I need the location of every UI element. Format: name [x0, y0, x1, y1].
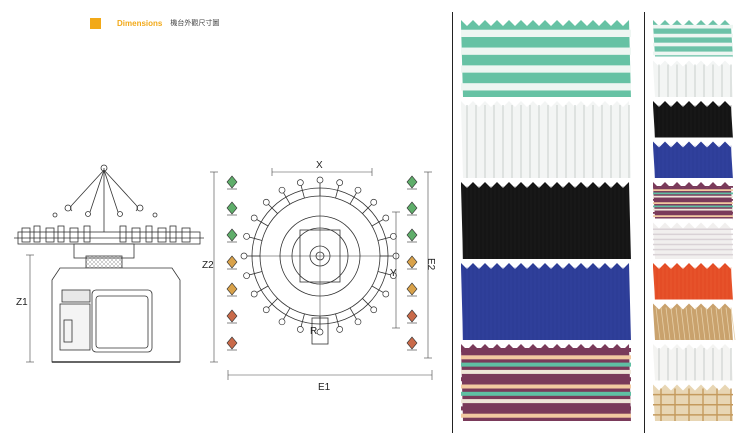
feeder-head	[316, 176, 324, 184]
label-e2: E2	[425, 258, 436, 271]
dimension-y	[392, 211, 400, 329]
fabric-swatch-white-weave	[653, 222, 733, 261]
feeder-head	[382, 214, 390, 222]
fabric-swatch-multi-stripe	[461, 344, 631, 423]
yarn-guide-icon	[406, 255, 418, 270]
yarn-guide-icon	[226, 255, 238, 270]
yarn-guide-icon	[406, 336, 418, 351]
fabric-swatch-green-stripe	[461, 20, 631, 99]
yarn-guide-icons	[226, 175, 418, 351]
section-subtitle: 機台外觀尺寸圖	[170, 19, 220, 27]
feeder-units	[21, 225, 191, 243]
label-e1: E1	[318, 382, 331, 393]
machine-top-view	[240, 176, 400, 345]
product-figure: Dimensions 機台外觀尺寸圖	[14, 12, 745, 433]
fabric-swatch-white-rib-2	[653, 344, 733, 383]
fabric-swatch-white-rib	[653, 60, 733, 99]
feeder-head	[336, 326, 344, 333]
yarn-guide-icon	[406, 282, 418, 297]
dimension-x	[271, 168, 373, 176]
fabric-swatch-white-rib	[461, 101, 631, 180]
fabric-swatch-tan-mesh	[653, 303, 736, 342]
yarn-guide-icon	[226, 309, 238, 324]
yarn-guide-icon	[406, 228, 418, 243]
yarn-guide-icon	[226, 201, 238, 216]
feeder-head	[390, 232, 397, 240]
fabric-swatch-orange-red	[653, 263, 733, 302]
feeder-head	[316, 328, 324, 336]
label-r: R	[310, 326, 317, 337]
dimension-e1	[227, 370, 433, 380]
label-z1: Z1	[16, 297, 28, 308]
top-feeders	[240, 176, 400, 336]
fabric-swatch-beige-plaid	[653, 384, 733, 423]
fabric-swatch-multi-stripe	[653, 182, 733, 221]
dimension-e2	[424, 171, 432, 359]
section-marker	[90, 17, 101, 29]
yarn-guide-icon	[406, 309, 418, 324]
feeder-head	[250, 214, 258, 222]
feeder-head	[262, 306, 270, 314]
feeder-head	[243, 272, 250, 280]
feeder-head	[240, 252, 248, 260]
feeder-head	[243, 232, 250, 240]
feeder-head	[296, 326, 304, 333]
feeder-head	[262, 198, 270, 206]
fabric-swatch-black	[461, 182, 631, 261]
label-x: X	[316, 160, 323, 171]
feeder-head	[278, 318, 286, 326]
feeder-head	[250, 290, 258, 298]
machine-side-view	[14, 164, 204, 363]
label-y: Y	[390, 268, 397, 279]
yarn-guide-icon	[226, 228, 238, 243]
fabric-swatches-left	[461, 20, 631, 423]
yarn-guide-icon	[226, 175, 238, 190]
fabric-swatch-royal-blue	[461, 263, 631, 342]
fabric-swatch-black	[653, 101, 733, 140]
section-title: Dimensions	[117, 18, 163, 28]
feeder-head	[354, 318, 362, 326]
label-z2: Z2	[202, 260, 214, 271]
feeder-head	[278, 186, 286, 194]
feeder-head	[336, 179, 344, 186]
dimension-z1	[26, 254, 34, 363]
yarn-guide-icon	[406, 175, 418, 190]
feeder-head	[370, 198, 378, 206]
yarn-guide-icon	[406, 201, 418, 216]
fabric-column-right	[644, 12, 745, 433]
feeder-head	[390, 272, 397, 280]
feeder-head	[382, 290, 390, 298]
feeder-head	[296, 179, 304, 186]
yarn-guide-icon	[226, 282, 238, 297]
dimensions-header: Dimensions 機台外觀尺寸圖	[90, 15, 219, 31]
yarn-guide-icon	[226, 336, 238, 351]
dimension-z2	[210, 171, 218, 363]
feeder-head	[370, 306, 378, 314]
feeder-head	[354, 186, 362, 194]
dimension-drawing: Z1 Z2 X	[14, 160, 436, 393]
fabric-swatches-right	[653, 20, 736, 423]
fabric-swatch-green-stripe	[653, 20, 733, 59]
fabric-swatch-royal-blue	[653, 141, 733, 180]
fabric-column-left	[452, 12, 633, 433]
